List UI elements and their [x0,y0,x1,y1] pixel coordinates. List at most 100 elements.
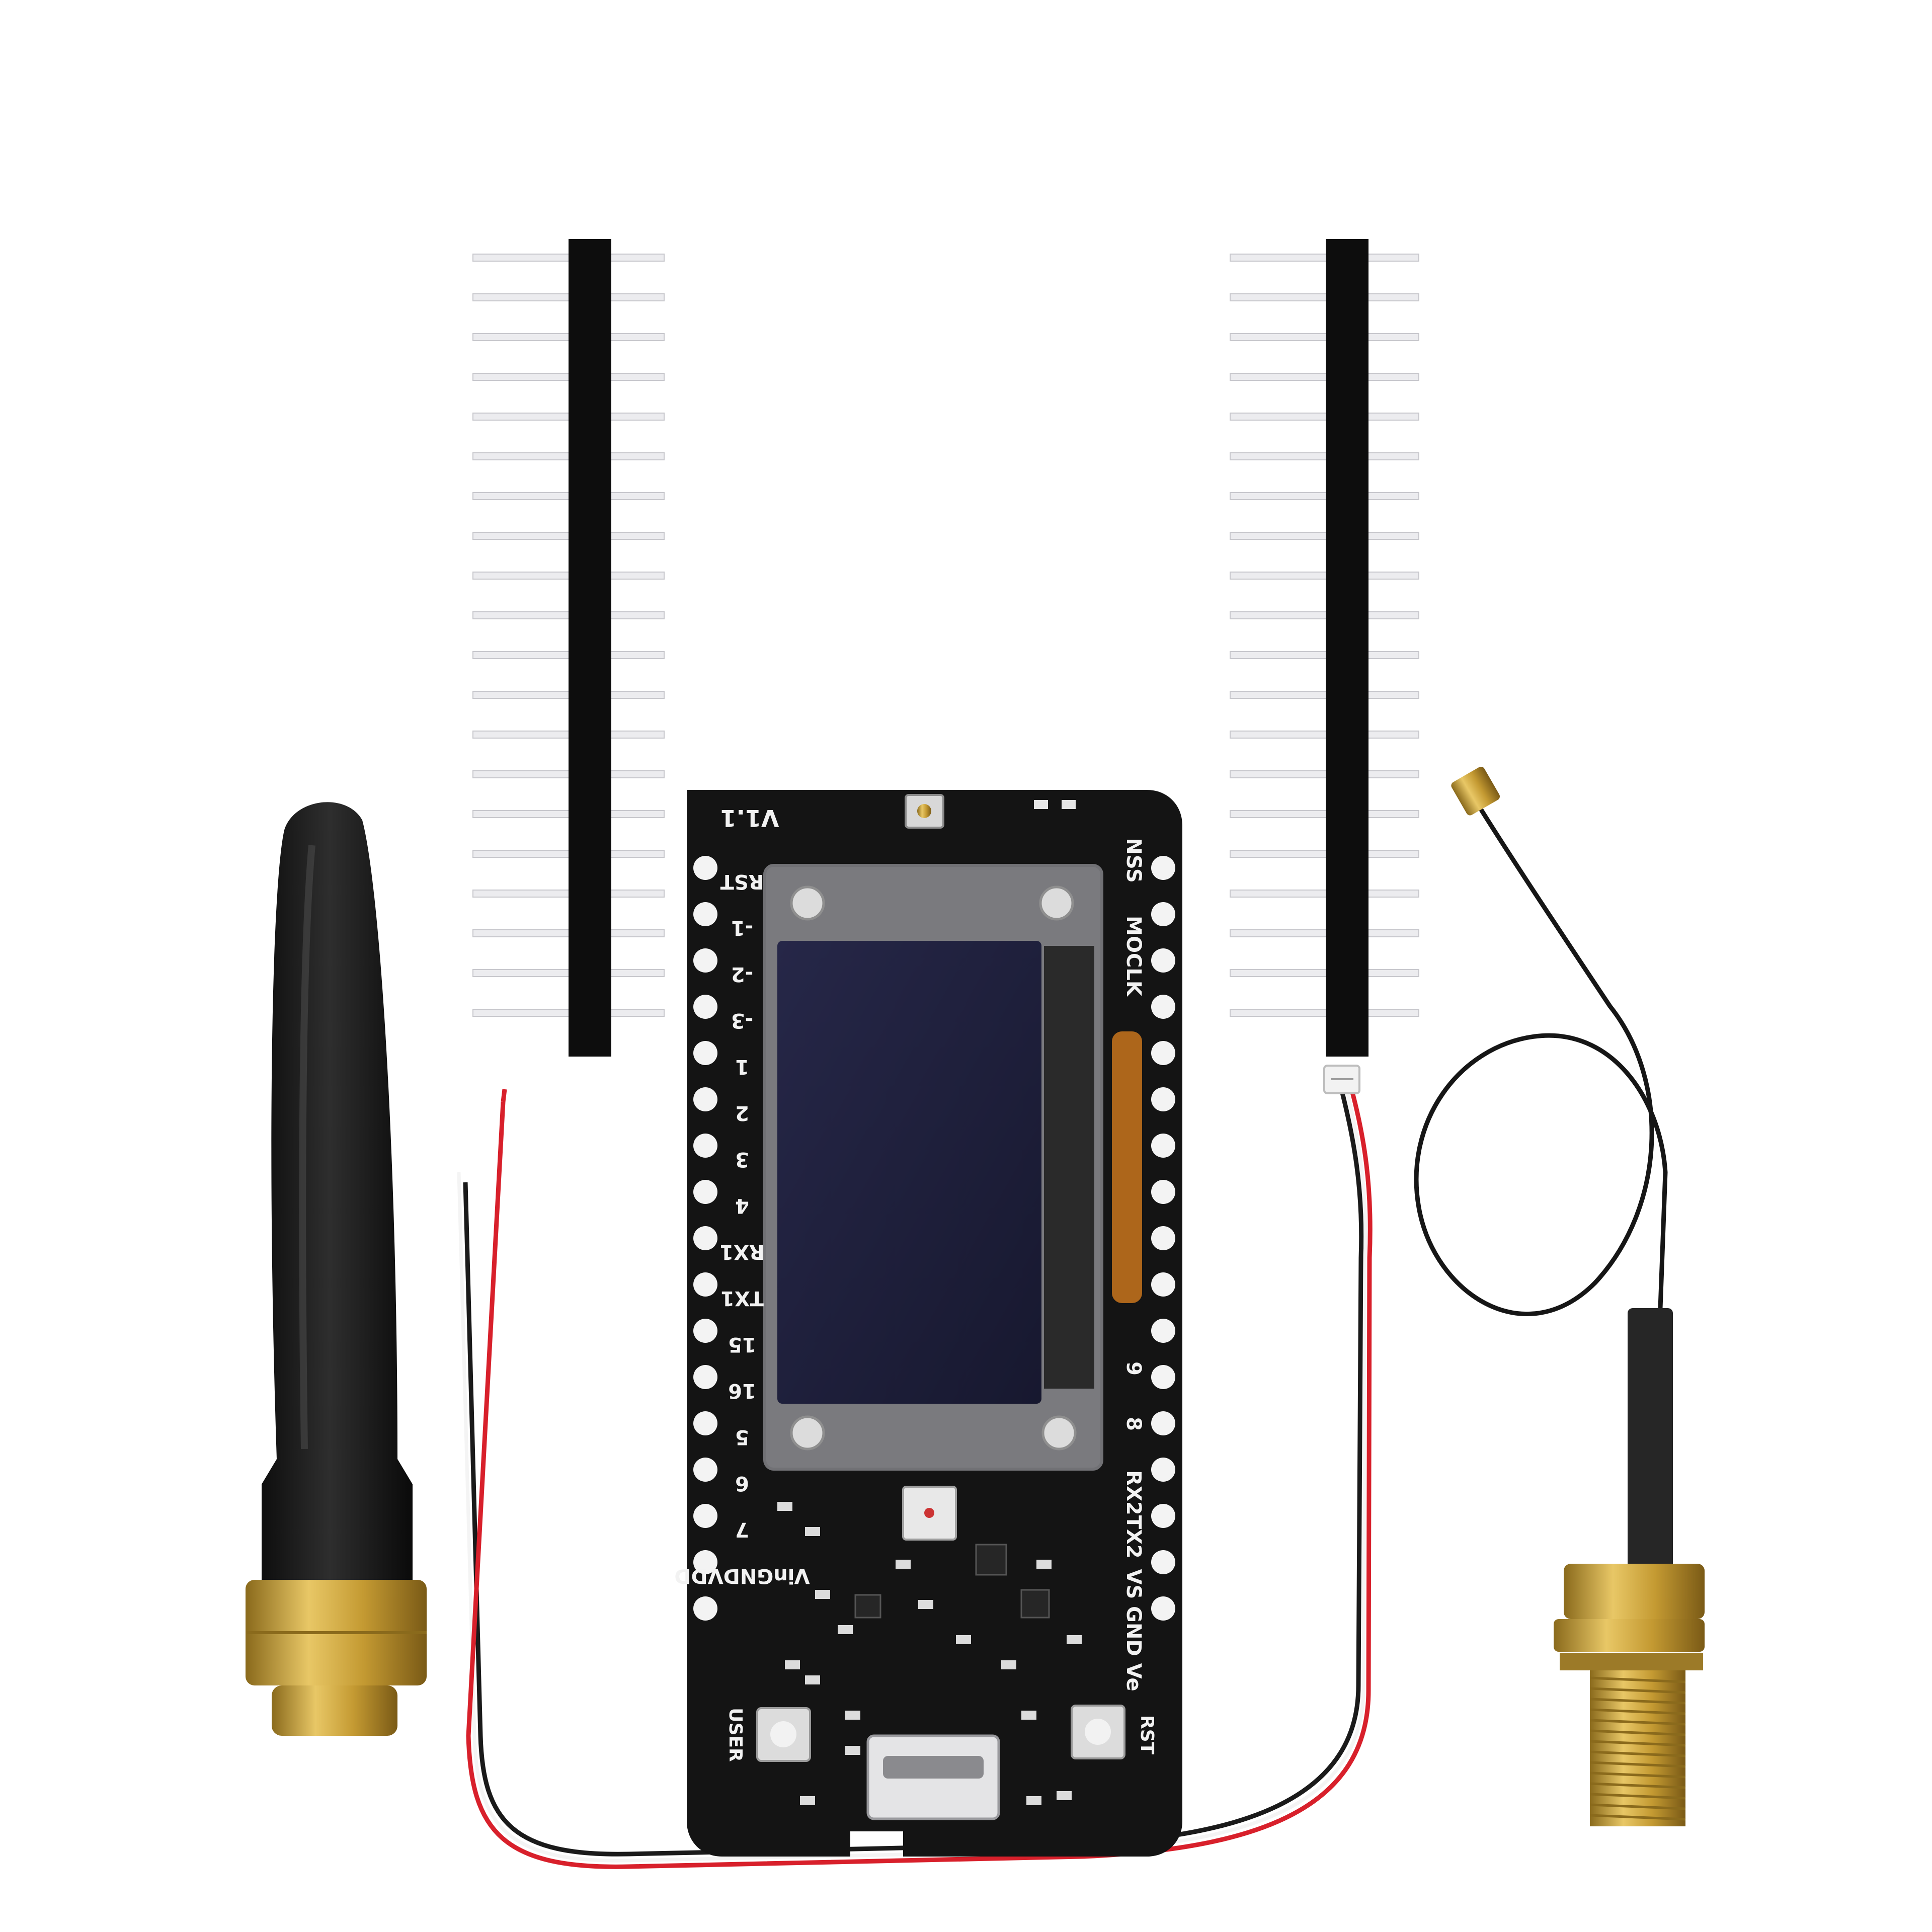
ic-chip-2 [1020,1589,1050,1619]
pin-hole-left [693,1411,717,1435]
right-pin-label: RX2TX2 [1122,1470,1145,1558]
header-pin-right [1230,413,1419,421]
header-pin-right [1230,254,1419,262]
thread-line [1589,1708,1686,1715]
smd-component [800,1796,815,1805]
smd-component [785,1660,800,1669]
rst-button-cap[interactable] [1085,1719,1111,1745]
header-pin-right [1230,691,1419,699]
pin-hole-right [1151,948,1175,973]
thread-line [1589,1719,1686,1726]
thread-line [1589,1750,1686,1757]
smd-component [845,1711,860,1720]
header-pin-right [1230,333,1419,341]
smd-top-right-1 [1034,800,1048,809]
pin-hole-left [693,948,717,973]
pin-header-left [472,239,665,1057]
pin-hole-right [1151,1134,1175,1158]
header-pin-right [1230,293,1419,301]
thread-line [1589,1729,1686,1736]
oled-flex [1112,1031,1142,1303]
left-pin-label: RST [720,870,764,893]
pin-hole-left [693,1087,717,1111]
pin-holes-right [1151,856,1175,1621]
ipex-pigtail [1414,766,1705,1826]
smd-component [896,1560,911,1569]
oled-screw-tl [790,886,825,921]
smd-component [918,1600,933,1609]
pin-header-right [1230,239,1419,1057]
pin-hole-right [1151,1596,1175,1621]
header-pin-right [1230,651,1419,659]
pigtail-thread [1590,1670,1685,1826]
pin-holes-left [693,856,717,1621]
left-pin-label: TX1 [720,1286,764,1310]
left-pin-label: 3 [735,1148,749,1171]
pin-hole-left [693,1180,717,1204]
header-pin-right [1230,492,1419,500]
pin-hole-right [1151,1226,1175,1250]
smd-component [805,1527,820,1536]
smd-components [777,1502,1082,1805]
pin-hole-right [1151,1087,1175,1111]
smd-component [1036,1560,1052,1569]
pigtail-washer [1560,1653,1703,1670]
pin-hole-left [693,1504,717,1528]
right-pin-label: 9 [1122,1361,1145,1376]
antenna-highlight [299,845,315,1450]
ic-chip-3 [854,1594,881,1619]
thread-lines [1589,1676,1686,1821]
smd-component [1001,1660,1016,1669]
pin-hole-left [693,902,717,926]
user-button-label: USER [725,1708,746,1761]
pin-hole-left [693,856,717,880]
pin-hole-right [1151,995,1175,1019]
thread-line [1589,1793,1686,1800]
wire-black [463,1086,1364,1857]
header-pin-right [1230,532,1419,540]
left-pin-label: 2 [735,1101,749,1124]
smd-component [815,1590,830,1599]
user-button-cap[interactable] [770,1721,796,1747]
left-pin-label: -2 [731,962,753,986]
thread-line [1589,1772,1686,1779]
pin-hole-right [1151,1458,1175,1482]
pin-hole-left [693,1319,717,1343]
right-pin-label: 8 [1122,1417,1145,1431]
pin-hole-right [1151,1041,1175,1065]
pin-hole-left [693,1365,717,1389]
left-pin-label: -1 [731,916,753,939]
rst-button-label: RST [1137,1715,1157,1755]
pin-hole-left [693,1134,717,1158]
smd-component [838,1625,853,1634]
antenna [246,802,427,1736]
pin-hole-left [693,1226,717,1250]
ic-chip-1 [975,1544,1007,1576]
wire-white [457,1086,1367,1863]
header-pin-right [1230,850,1419,858]
header-pin-right [1230,810,1419,818]
pin-hole-right [1151,1504,1175,1528]
left-pin-label: 5 [735,1425,749,1448]
rgb-led-lens [924,1508,934,1518]
micro-usb-opening [883,1756,984,1779]
thread-line [1589,1782,1686,1789]
header-pin-right [1230,770,1419,778]
header-pin-right [1230,1009,1419,1017]
smd-top-right-2 [1062,800,1076,809]
header-pin-right [1230,890,1419,898]
header-pin-right [1230,373,1419,381]
pin-hole-right [1151,902,1175,926]
left-pin-label: -3 [731,1009,753,1032]
left-pin-label: 7 [735,1518,749,1541]
thread-line [1589,1761,1686,1768]
pin-hole-right [1151,856,1175,880]
ipex-socket-center [917,804,931,818]
right-pin-label: VS GND Ve [1122,1569,1145,1691]
thread-line [1589,1740,1686,1747]
left-pin-label: VinGNDVDD [674,1564,810,1587]
right-pin-label: MOCLK [1122,916,1145,997]
smd-component [1067,1635,1082,1644]
thread-line [1589,1676,1686,1683]
